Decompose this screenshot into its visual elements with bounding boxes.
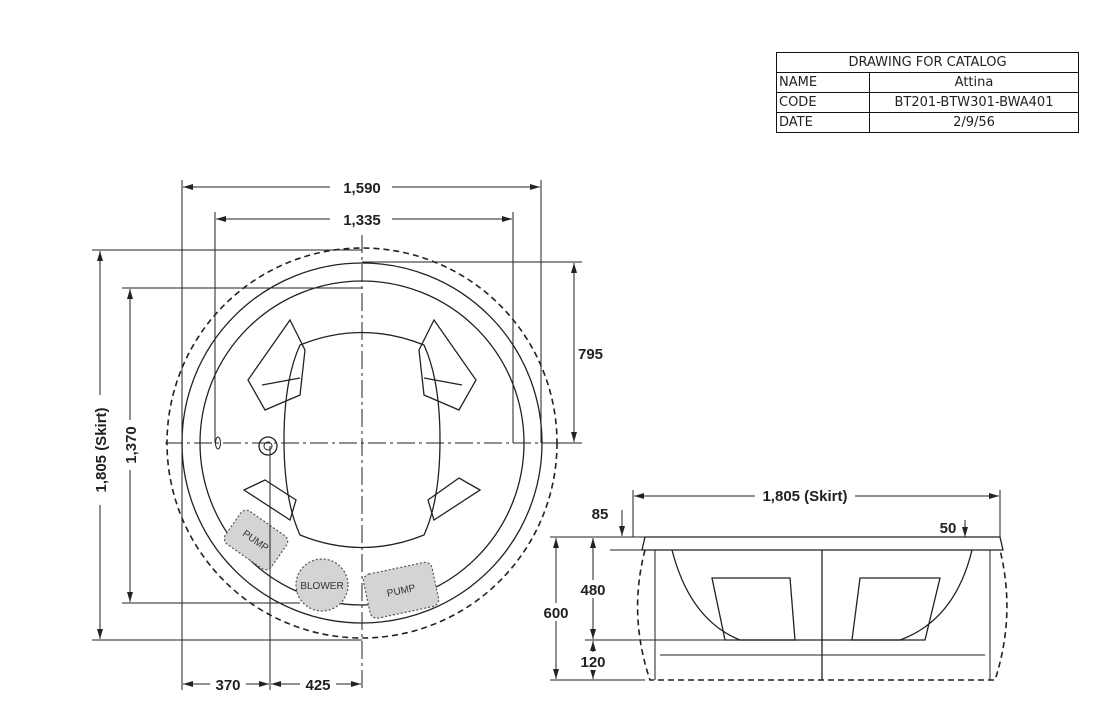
seat-bottom-right: [427, 477, 482, 522]
dim-depth: 480: [580, 582, 605, 599]
dim-offset-center: 425: [305, 677, 330, 694]
label-bg: [300, 675, 336, 693]
plan-view: PUMP BLOWER PUMP 1,590 1,335 1,805 (Skir…: [92, 178, 615, 694]
row-label: DATE: [776, 112, 870, 133]
pump-right: PUMP: [362, 561, 440, 619]
dim-half-depth: 795: [578, 346, 603, 363]
rim: [641, 536, 1004, 551]
dim-inner-width: 1,335: [343, 212, 381, 229]
drain-icon: [258, 436, 278, 456]
label-bg: [122, 420, 140, 470]
blower: BLOWER: [295, 558, 349, 612]
side-view: 1,805 (Skirt) 50 85 480 600 120: [538, 486, 1008, 681]
dim-skirt-height: 1,805 (Skirt): [93, 407, 110, 492]
label-bg: [330, 178, 392, 196]
blower-label: BLOWER: [300, 581, 343, 592]
seat-top-left: [247, 318, 306, 411]
dim-base: 120: [580, 654, 605, 671]
seat-right: [851, 577, 941, 641]
basin-outline: [283, 331, 441, 549]
dim-inner-height: 1,370: [123, 426, 140, 464]
dim-rim: 85: [592, 506, 609, 523]
row-value: 2/9/56: [869, 112, 1079, 133]
dim-height: 600: [543, 605, 568, 622]
label-bg: [575, 344, 615, 362]
dim-lip: 50: [940, 520, 957, 537]
pump-left: PUMP: [223, 509, 289, 571]
dim-offset-left: 370: [215, 677, 240, 694]
row-value: BT201-BTW301-BWA401: [869, 92, 1079, 113]
label-bg: [575, 580, 611, 598]
drain-inner-icon: [263, 441, 273, 451]
label-bg: [330, 210, 392, 228]
seat-top-right: [418, 318, 477, 411]
label-bg: [755, 486, 855, 504]
label-bg: [538, 603, 574, 621]
label-bg: [92, 395, 110, 505]
dim-side-width: 1,805 (Skirt): [762, 488, 847, 505]
dim-outer-width: 1,590: [343, 180, 381, 197]
seat-left: [711, 577, 796, 641]
basin-profile: [671, 549, 973, 641]
seat-bottom-left: [242, 479, 297, 522]
label-bg: [575, 652, 611, 670]
label-bg: [210, 675, 246, 693]
